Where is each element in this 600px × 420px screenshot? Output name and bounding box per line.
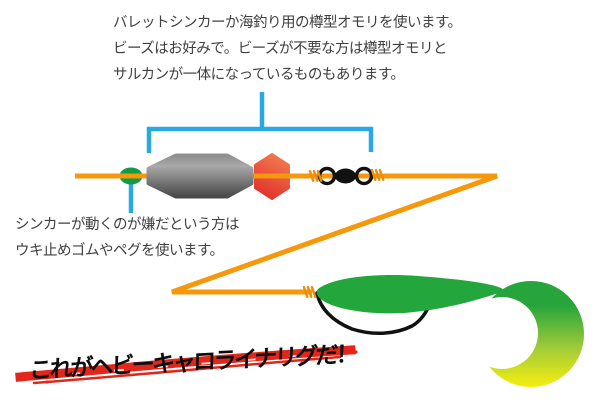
stopper-note-line: シンカーが動くのが嫌だという方は: [15, 217, 240, 233]
swivel-body-icon: [335, 168, 356, 184]
bracket-connector: [146, 126, 374, 153]
swivel-ring-right-icon: [354, 166, 374, 186]
weight-note-line: ビーズはお好みで。ビーズが不要な方は樽型オモリと: [113, 41, 447, 57]
stopper-note-line: ウキ止めゴムやペグを使います。: [15, 243, 224, 259]
weight-note: バレットシンカーか海釣り用の樽型オモリを使います。 ビーズはお好みで。ビーズが不…: [113, 10, 462, 88]
lure-tail-cutout: [466, 297, 538, 369]
knot-right-icon: [370, 168, 385, 182]
weight-note-line: サルカンが一体になっているものもあります。: [113, 67, 405, 83]
fishing-line: [75, 173, 498, 295]
bullet-sinker-icon: [146, 153, 254, 199]
stopper-note: シンカーが動くのが嫌だという方は ウキ止めゴムやペグを使います。: [15, 212, 240, 264]
lure-body-icon: [316, 275, 504, 314]
hook-icon: [315, 291, 432, 335]
knot-left-icon: [308, 169, 323, 183]
hook-knot-icon: [302, 286, 317, 298]
brush-underline: [15, 345, 358, 385]
weight-note-line: バレットシンカーか海釣り用の樽型オモリを使います。: [113, 15, 462, 31]
